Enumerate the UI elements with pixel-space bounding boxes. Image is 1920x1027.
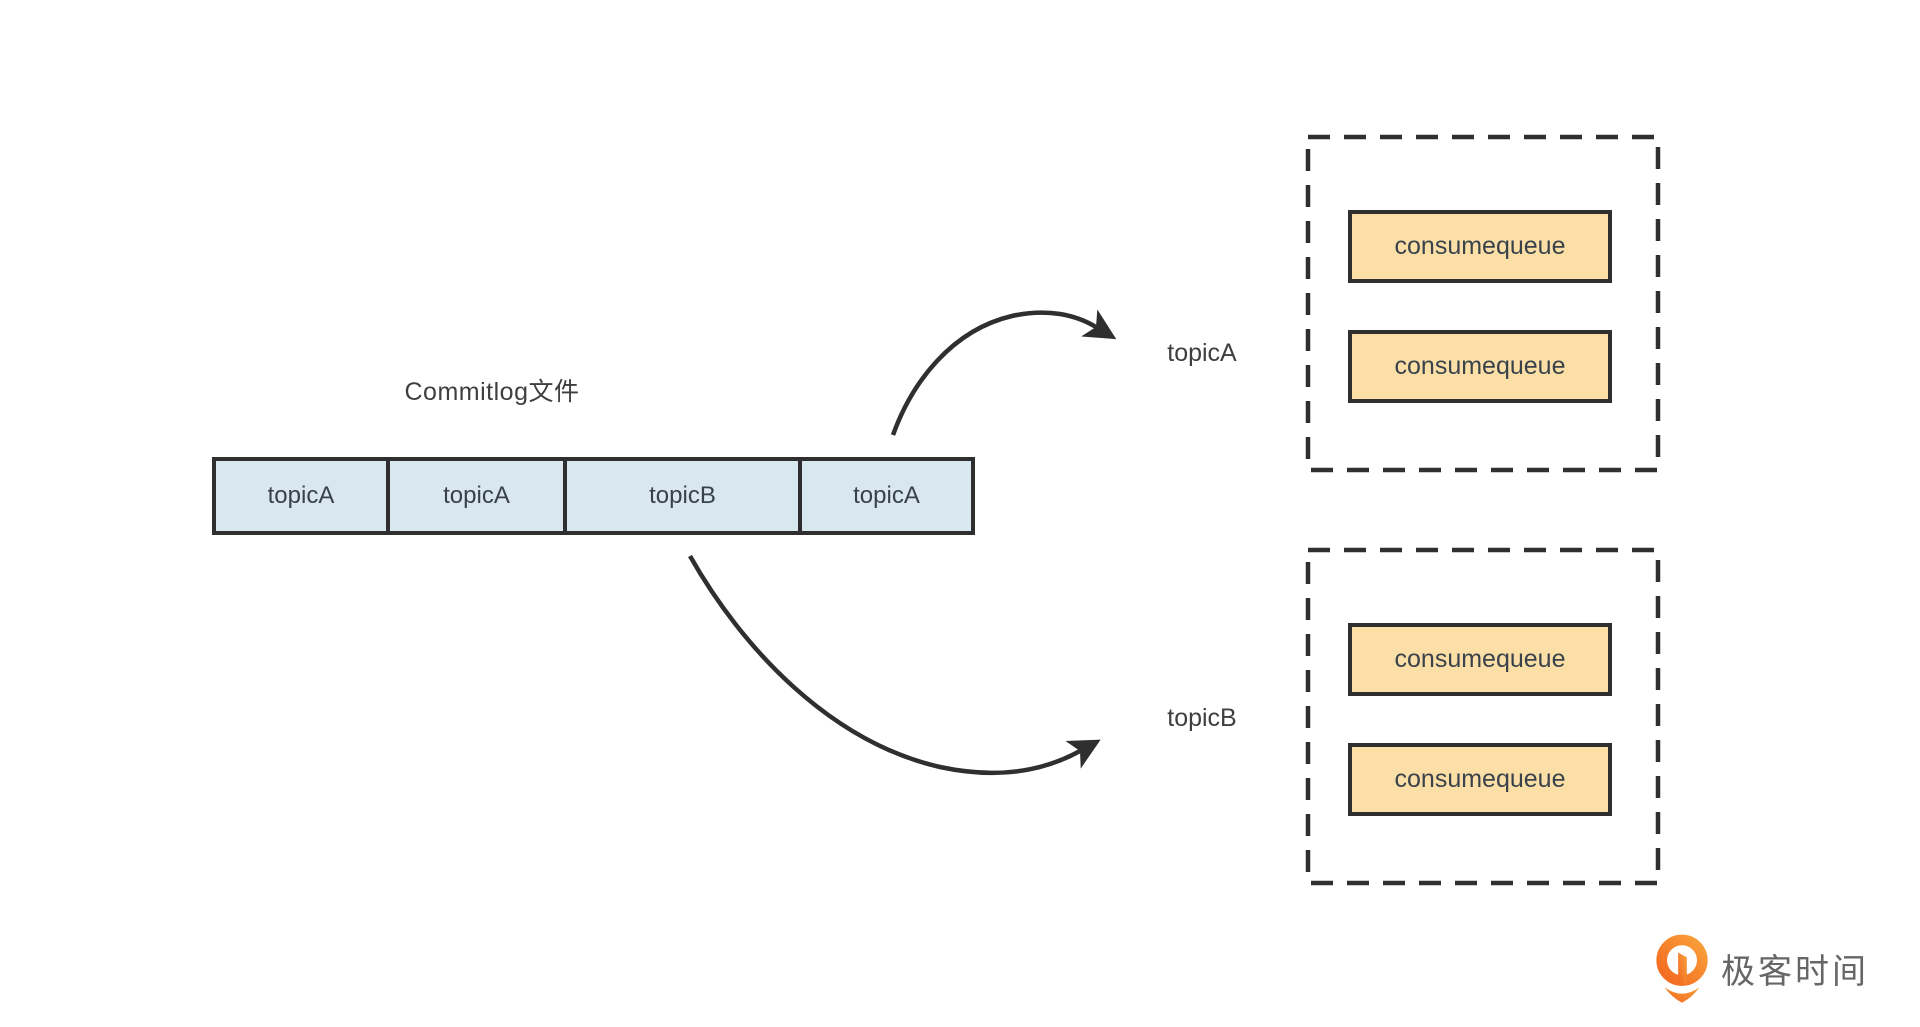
topic-label-a: topicA (1167, 339, 1237, 367)
commitlog-row: topicA topicA topicB topicA (212, 457, 975, 535)
geektime-logo-text: 极客时间 (1721, 952, 1869, 991)
topic-label-b: topicB (1167, 704, 1237, 732)
consumequeue-box: consumequeue (1348, 743, 1612, 816)
commitlog-segment-1: topicA (212, 457, 390, 535)
commitlog-segment-3: topicB (563, 457, 802, 535)
topicb-queues-container (1305, 547, 1661, 886)
commitlog-segment-2: topicA (386, 457, 567, 535)
geektime-logo-icon (1656, 934, 1708, 1003)
geektime-logo: 极客时间 (1653, 933, 1869, 1003)
topica-queues-container (1305, 134, 1661, 473)
arrow-commitlog-to-topicb (688, 554, 1101, 776)
commitlog-title: Commitlog文件 (404, 378, 580, 406)
consumequeue-box: consumequeue (1348, 210, 1612, 283)
arrow-commitlog-to-topica (890, 309, 1117, 436)
commitlog-segment-4: topicA (798, 457, 975, 535)
consumequeue-box: consumequeue (1348, 330, 1612, 403)
consumequeue-box: consumequeue (1348, 623, 1612, 696)
